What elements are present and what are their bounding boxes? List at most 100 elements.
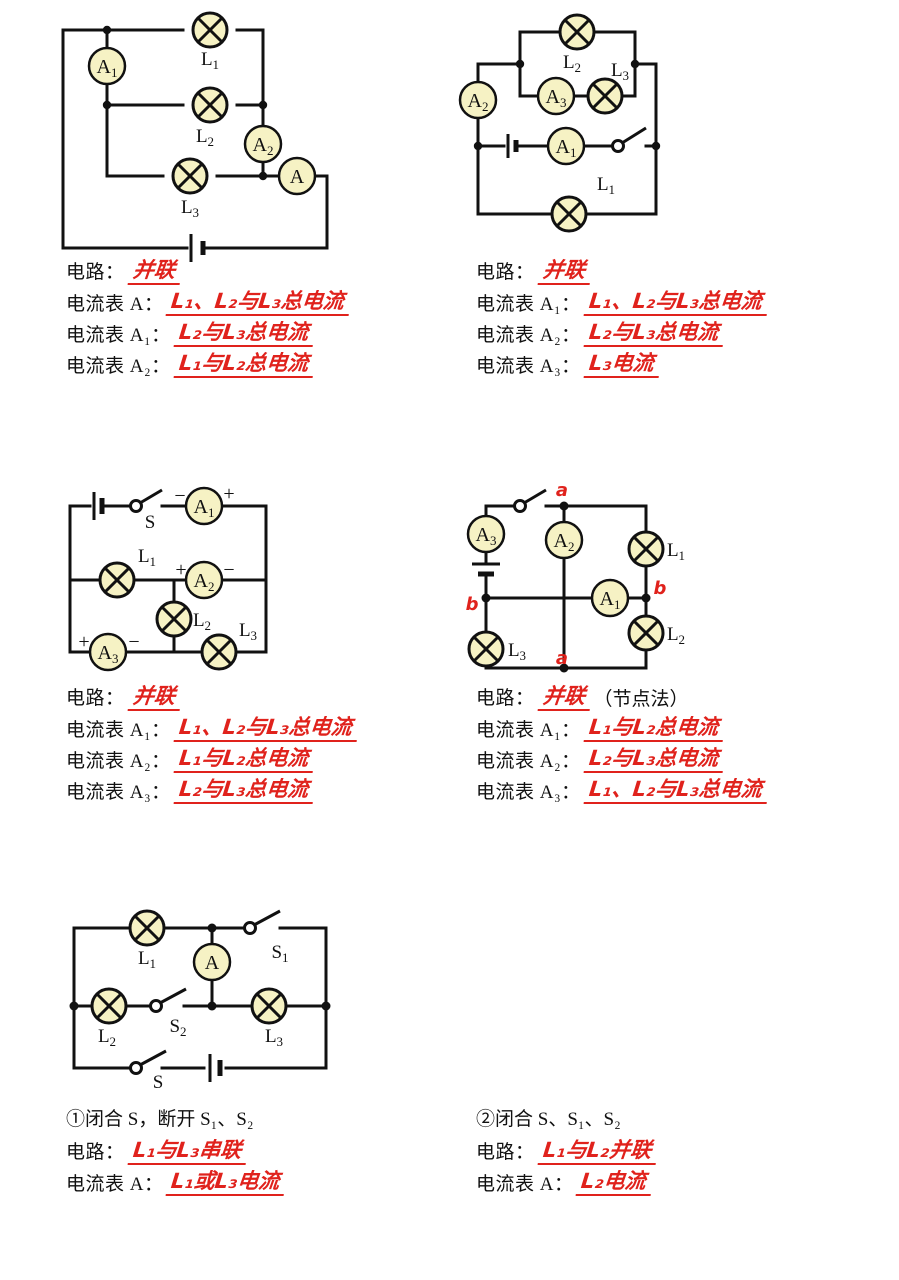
lamp-L1 [627, 530, 665, 568]
lamp-label-L1: L1 [201, 49, 219, 72]
answer-value: L₂电流 [576, 1169, 654, 1197]
lamp-L3 [171, 157, 209, 195]
lamp-L1 [550, 195, 588, 233]
lamp-label-L1: L1 [138, 948, 156, 971]
answer-label: 电路： [476, 688, 535, 710]
switch-symbol-S1 [243, 909, 281, 935]
answer-label: 电路： [476, 1142, 535, 1164]
battery-symbol-1 [189, 234, 206, 262]
answer-row: 电路： L₁与L₂并联 [476, 1138, 659, 1166]
answer-row: 电流表 A₃： L₃电流 [476, 351, 767, 379]
lamp-label-L3: L3 [181, 197, 199, 220]
ammeter-A2: A2 [243, 124, 283, 164]
answer-value: L₂与L₃总电流 [173, 777, 316, 805]
method-note: （节点法） [593, 689, 689, 711]
answer-label: 电流表 A₂： [66, 355, 171, 377]
ammeter-A1: A1 [546, 126, 586, 166]
ammeter-A2: A2 [544, 520, 584, 560]
answer-value: L₂与L₃总电流 [583, 746, 726, 774]
answer-value: L₁、L₂与L₃总电流 [166, 289, 352, 317]
circuit-diagram-4: A3 A2 A1 L1 L2 L3 a a b b [466, 480, 750, 674]
answers-block-3: 电路： 并联 电流表 A₁： L₁、L₂与L₃总电流 电流表 A₂： L₁与L₂… [66, 684, 359, 809]
lamp-L3 [586, 77, 624, 115]
ammeter-A1: A1 [184, 486, 224, 526]
lamp-L3 [200, 633, 238, 671]
answer-value: 并联 [127, 258, 182, 286]
answer-label: 电流表 A₂： [476, 324, 581, 346]
answer-value: 并联 [127, 684, 182, 712]
lamp-label-L2: L2 [667, 624, 685, 647]
answer-value: L₁、L₂与L₃总电流 [583, 777, 769, 805]
polarity-minus-A1: − [174, 485, 185, 507]
node-label-a-top: a [556, 480, 568, 501]
switch-symbol-S [129, 1049, 167, 1075]
ammeter-A: A [192, 942, 232, 982]
ammeter-A3: A3 [88, 632, 128, 672]
answer-label: 电流表 A₂： [66, 750, 171, 772]
polarity-minus-A3: − [128, 631, 139, 653]
answers-block-5b: ②闭合 S、S₁、S₂ 电路： L₁与L₂并联 电流表 A： L₂电流 [476, 1104, 659, 1200]
circuit-diagram-2: A2 A3 A1 L2 L3 L1 [458, 13, 760, 239]
lamp-label-L2: L2 [193, 610, 211, 633]
answer-label: 电路： [66, 262, 125, 284]
ammeter-A2: A2 [458, 80, 498, 120]
node-label-a-bottom: a [556, 648, 568, 669]
answer-value: L₂与L₃总电流 [173, 320, 316, 348]
lamp-label-L3: L3 [265, 1026, 283, 1049]
switch-label-S: S [153, 1072, 164, 1093]
answer-label: 电流表 A₁： [476, 719, 581, 741]
answer-row: 电流表 A： L₂电流 [476, 1169, 657, 1197]
junction-dots-1 [102, 25, 268, 181]
switch-label-S2: S2 [169, 1016, 186, 1039]
answer-label: 电流表 A： [66, 1173, 164, 1195]
answer-row: 电路： 并联 [66, 684, 357, 712]
lamp-label-L3: L3 [508, 640, 526, 663]
battery-symbol-3 [92, 492, 105, 520]
lamp-label-L3: L3 [239, 620, 257, 643]
junction-dots-5 [69, 923, 331, 1011]
lamp-label-L2: L2 [196, 126, 214, 149]
answers-block-2: 电路： 并联 电流表 A₁： L₁、L₂与L₃总电流 电流表 A₂： L₂与L₃… [476, 258, 769, 383]
lamp-L1 [128, 909, 166, 947]
answer-label: 电流表 A₁： [476, 293, 581, 315]
lamp-label-L3: L3 [611, 60, 629, 83]
answer-label: 电路： [66, 688, 125, 710]
answer-row: 电流表 A₂： L₂与L₃总电流 [476, 746, 767, 774]
junction-dots-2 [473, 59, 661, 151]
answer-label: 电路： [476, 262, 535, 284]
answer-row: 电流表 A₁： L₁、L₂与L₃总电流 [66, 715, 359, 743]
answer-value: L₃电流 [583, 351, 661, 379]
lamp-L3 [250, 987, 288, 1025]
ammeter-A2: A2 [184, 560, 224, 600]
battery-symbol-2 [506, 134, 519, 158]
answer-label: 电流表 A₂： [476, 750, 581, 772]
switch-symbol-S-3 [129, 488, 163, 513]
answers-block-5a: ①闭合 S，断开 S₁、S₂ 电路： L₁与L₃串联 电流表 A： L₁或L₃电… [66, 1104, 288, 1200]
answer-row: 电流表 A₁： L₁与L₂总电流 [476, 715, 767, 743]
answers-block-4: 电路： 并联 （节点法） 电流表 A₁： L₁与L₂总电流 电流表 A₂： L₂… [476, 684, 769, 809]
answer-label: 电流表 A： [66, 293, 164, 315]
lamp-L2 [155, 600, 193, 638]
answer-row: 电流表 A： L₁、L₂与L₃总电流 [66, 289, 352, 317]
answer-value: L₁与L₂总电流 [583, 715, 726, 743]
answer-label: 电流表 A₁： [66, 324, 171, 346]
answer-row: 电流表 A₂： L₂与L₃总电流 [476, 320, 767, 348]
polarity-plus-A3: + [78, 631, 89, 653]
switch-label-S: S [145, 512, 156, 533]
lamp-L2 [627, 614, 665, 652]
lamp-label-L1: L1 [597, 174, 615, 197]
circuit-diagram-1: A1 A2 A L1 L2 L3 [55, 8, 345, 262]
answer-row: 电流表 A₁： L₂与L₃总电流 [66, 320, 350, 348]
lamp-L3 [467, 630, 505, 668]
answers-block-1: 电路： 并联 电流表 A： L₁、L₂与L₃总电流 电流表 A₁： L₂与L₃总… [66, 258, 352, 383]
answer-value: L₁、L₂与L₃总电流 [173, 715, 359, 743]
lamp-label-L1: L1 [138, 546, 156, 569]
answer-label: 电流表 A： [476, 1173, 574, 1195]
svg-text:A: A [290, 166, 305, 188]
answer-label: 电路： [66, 1142, 125, 1164]
ammeter-A1: A1 [87, 46, 127, 86]
node-label-b-left: b [466, 594, 479, 615]
answer-row: 电流表 A₃： L₁、L₂与L₃总电流 [476, 777, 769, 805]
answer-row: 电流表 A： L₁或L₃电流 [66, 1169, 288, 1197]
